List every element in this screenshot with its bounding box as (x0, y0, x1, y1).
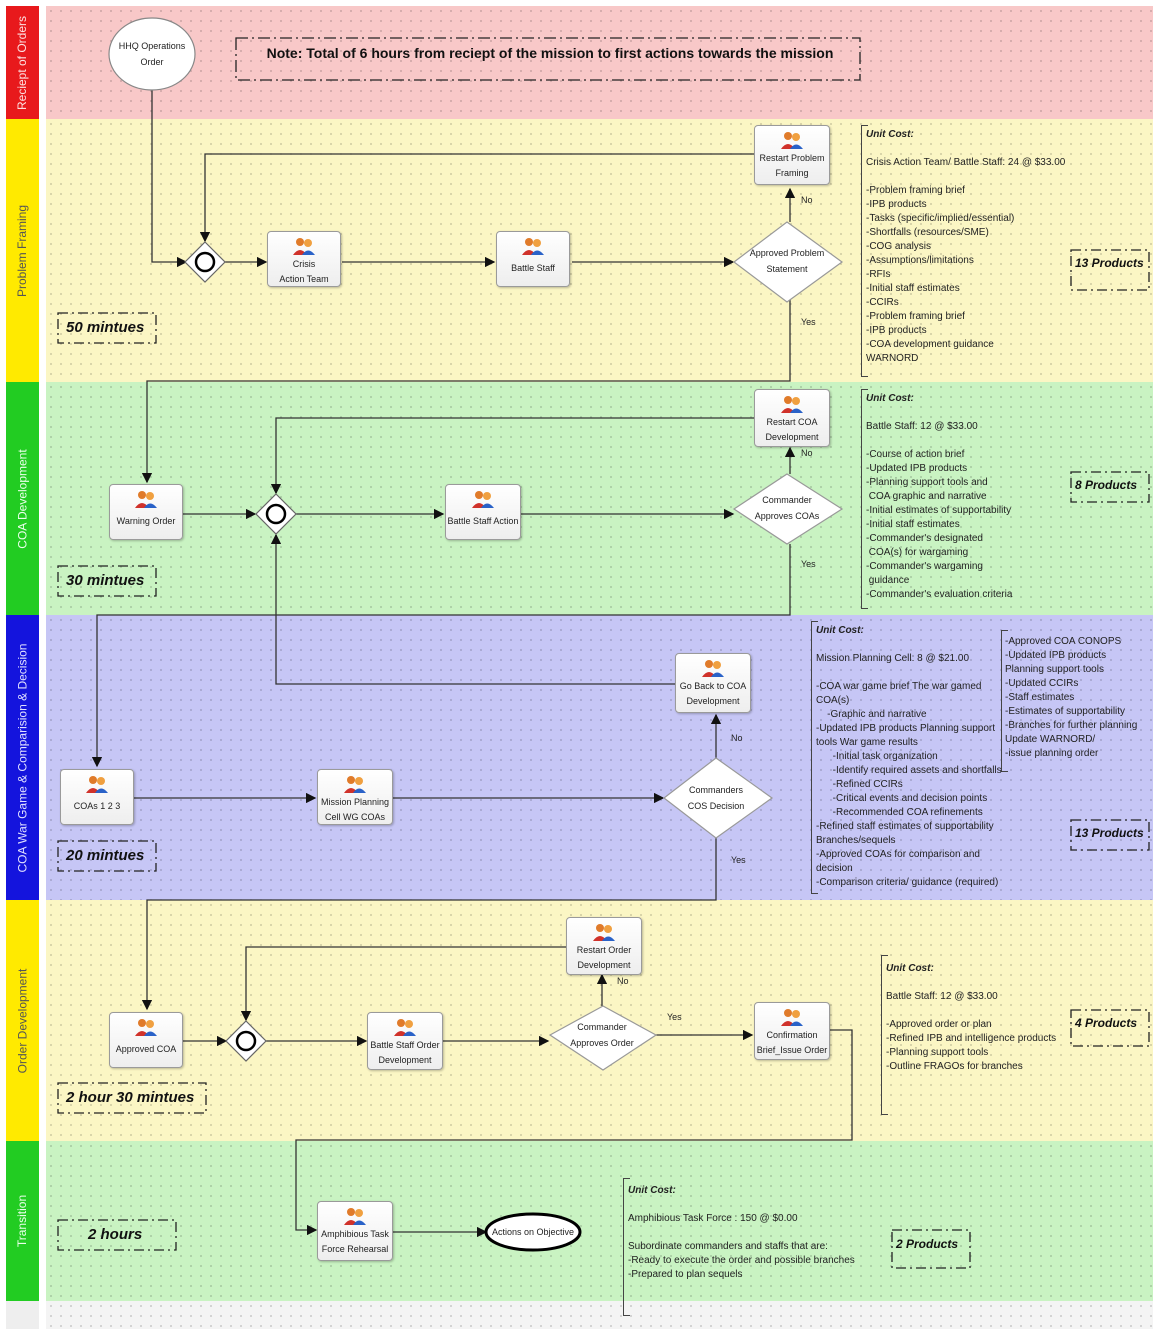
people-icon (344, 1208, 366, 1225)
duration-transition: 2 hours (88, 1226, 143, 1243)
annotation-bracket (811, 621, 818, 894)
unit-cost-heading: Unit Cost: (866, 393, 914, 404)
lane-empty (46, 1301, 1153, 1329)
decision-commander-approves-coas[interactable]: Commander Approves COAs (754, 495, 820, 521)
unit-cost-heading: Unit Cost: (628, 1185, 676, 1196)
end-event-actions-on-objective[interactable]: Actions on Objective (491, 1227, 575, 1237)
task-battle-staff[interactable]: Battle Staff (496, 231, 570, 287)
people-icon (86, 776, 108, 793)
lane-tab-coa-war-game[interactable]: COA War Game & Comparision & Decision (6, 615, 39, 900)
task-approved-coa[interactable]: Approved COA (109, 1012, 183, 1068)
lane-tab-reciept-of-orders[interactable]: Reciept of Orders (6, 6, 39, 119)
start-event-hhq-operations-order[interactable]: HHQ Operations Order (118, 41, 186, 67)
mission-time-note: Note: Total of 6 hours from reciept of t… (266, 45, 834, 61)
people-icon (593, 924, 615, 941)
exclusive-gateway-icon (184, 241, 297, 1062)
task-crisis-action-team[interactable]: Crisis Action Team (267, 231, 341, 287)
lane-problem-framing (46, 119, 1153, 382)
annotation-problem-framing: Crisis Action Team/ Battle Staff: 24 @ $… (866, 157, 1066, 364)
lane-tab-order-development[interactable]: Order Development (6, 900, 39, 1141)
lane-tab-empty (6, 1301, 39, 1329)
lane-tab-transition[interactable]: Transition (6, 1141, 39, 1301)
products-coa-development: 8 Products (1075, 478, 1138, 492)
lane-reciept-of-orders (46, 6, 1153, 119)
people-icon (472, 491, 494, 508)
people-icon (781, 396, 803, 413)
unit-cost-heading: Unit Cost: (886, 963, 934, 974)
flow-label-no: No (731, 733, 743, 743)
task-coas-123[interactable]: COAs 1 2 3 (60, 769, 134, 825)
products-order-development: 4 Products (1075, 1016, 1138, 1030)
products-transition: 2 Products (896, 1237, 959, 1251)
people-icon (702, 660, 724, 677)
decision-approved-problem-statement[interactable]: Approved Problem Statement (749, 248, 825, 274)
people-icon (344, 776, 366, 793)
annotation-transition: Amphibious Task Force : 150 @ $0.00 Subo… (628, 1213, 855, 1280)
decision-commanders-cos-decision[interactable]: Commanders COS Decision (687, 785, 745, 811)
task-restart-order-development[interactable]: Restart Order Development (566, 917, 642, 975)
annotation-bracket (861, 125, 868, 377)
lane-transition (46, 1141, 1153, 1301)
annotation-bracket (1001, 630, 1008, 772)
duration-problem-framing: 50 mintues (66, 319, 145, 336)
task-restart-problem-framing[interactable]: Restart Problem Framing (754, 125, 830, 185)
task-battle-staff-order-development[interactable]: Battle Staff Order Development (367, 1012, 443, 1070)
annotation-war-game: Mission Planning Cell: 8 @ $21.00 -COA w… (816, 653, 1002, 888)
people-icon (293, 238, 315, 255)
annotation-bracket (623, 1178, 630, 1316)
people-icon (522, 238, 544, 255)
duration-war-game: 20 mintues (66, 847, 145, 864)
flow-label-yes: Yes (731, 855, 746, 865)
people-icon (394, 1019, 416, 1036)
annotation-bracket (861, 389, 868, 609)
unit-cost-heading: Unit Cost: (866, 129, 914, 140)
products-war-game: 13 Products (1075, 826, 1144, 840)
lane-order-development (46, 900, 1153, 1141)
flow-label-yes: Yes (801, 317, 816, 327)
flow-label-yes: Yes (667, 1012, 682, 1022)
people-icon (135, 491, 157, 508)
duration-coa-development: 30 mintues (66, 572, 145, 589)
flow-label-no: No (801, 448, 813, 458)
flow-label-no: No (801, 195, 813, 205)
lane-coa-development (46, 382, 1153, 615)
lane-coa-war-game (46, 615, 1153, 900)
lane-tab-problem-framing[interactable]: Problem Framing (6, 119, 39, 382)
people-icon (781, 1009, 803, 1026)
people-icon (781, 132, 803, 149)
flow-label-yes: Yes (801, 559, 816, 569)
task-mission-planning-cell[interactable]: Mission Planning Cell WG COAs (317, 769, 393, 825)
task-amphibious-task-force-rehearsal[interactable]: Amphibious Task Force Rehearsal (317, 1201, 393, 1261)
lane-tab-coa-development[interactable]: COA Development (6, 382, 39, 615)
annotation-order-development: Battle Staff: 12 @ $33.00 -Approved orde… (886, 991, 1057, 1072)
products-problem-framing: 13 Products (1075, 256, 1144, 270)
task-confirmation-brief-issue-order[interactable]: Confirmation Brief_Issue Order (754, 1002, 830, 1060)
unit-cost-heading: Unit Cost: (816, 625, 864, 636)
annotation-war-game-products: -Approved COA CONOPS -Updated IPB produc… (1005, 636, 1138, 759)
annotation-coa-development: Battle Staff: 12 @ $33.00 -Course of act… (866, 421, 1013, 600)
task-battle-staff-action[interactable]: Battle Staff Action (445, 484, 521, 540)
decision-commander-approves-order[interactable]: Commander Approves Order (570, 1022, 634, 1048)
flow-label-no: No (617, 976, 629, 986)
people-icon (135, 1019, 157, 1036)
annotation-bracket (881, 955, 888, 1115)
duration-order-development: 2 hour 30 mintues (66, 1089, 195, 1106)
task-restart-coa-development[interactable]: Restart COA Development (754, 389, 830, 447)
task-warning-order[interactable]: Warning Order (109, 484, 183, 540)
task-go-back-coa-development[interactable]: Go Back to COA Development (675, 653, 751, 713)
